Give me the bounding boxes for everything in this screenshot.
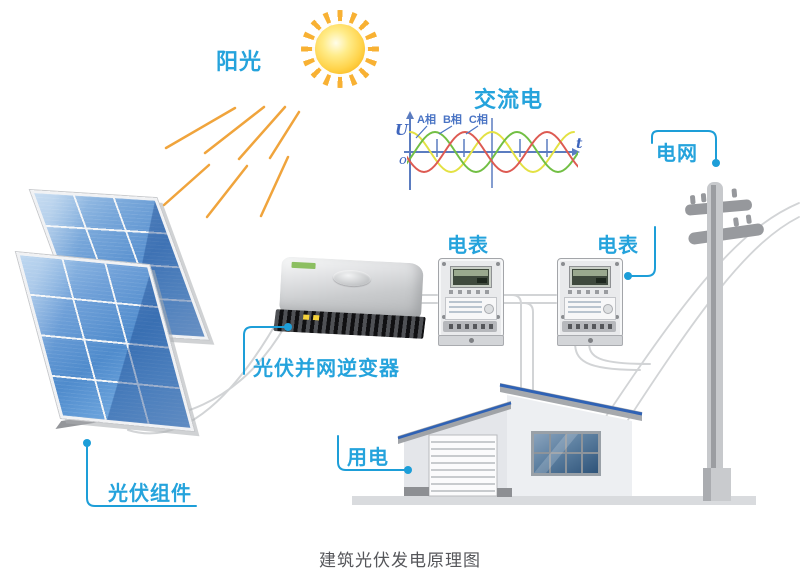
sun-icon xyxy=(315,24,365,74)
meter-bracket xyxy=(438,335,504,346)
meter-display xyxy=(569,266,611,288)
label-meter-right: 电表 xyxy=(597,235,639,257)
ac-waveform-chart: U o t xyxy=(395,111,583,190)
garage-door xyxy=(428,434,498,497)
meter-leds xyxy=(568,290,612,294)
wall-base-right xyxy=(497,488,512,497)
inverter-leader-dot xyxy=(284,323,292,331)
meter-button xyxy=(484,304,494,314)
meter-terminals xyxy=(443,321,497,332)
meter-right-leader xyxy=(631,226,656,277)
right-roof-stripe xyxy=(499,383,643,416)
power-use-leader xyxy=(337,435,405,471)
phase-c-wave xyxy=(407,130,578,174)
pole-base-shade xyxy=(703,468,711,501)
window-mullions xyxy=(534,434,598,473)
diagram-caption: 建筑光伏发电原理图 xyxy=(319,551,481,570)
power-use-leader-dot xyxy=(404,466,412,474)
pv-module-leader xyxy=(86,446,197,507)
phase-c-label: C相 xyxy=(468,114,488,126)
left-roof-stripe xyxy=(397,401,512,440)
wall-base-left xyxy=(404,487,429,496)
origin-label: o xyxy=(399,153,407,168)
meter-bracket xyxy=(557,335,623,346)
meter-leds xyxy=(449,290,493,294)
label-meter-left: 电表 xyxy=(447,235,489,257)
sunbeam-rays-icon xyxy=(162,105,301,219)
grid-leader xyxy=(651,130,717,160)
phase-b-label: B相 xyxy=(442,114,462,126)
x-axis-label: t xyxy=(576,136,583,152)
ground xyxy=(352,496,756,505)
electric-meter-left xyxy=(438,258,504,346)
label-power-grid: 电网 xyxy=(656,143,698,165)
label-inverter: 光伏并网逆变器 xyxy=(253,358,400,380)
garage-door-slats xyxy=(431,441,495,492)
electric-meter-right xyxy=(557,258,623,346)
phase-label-leaders xyxy=(415,125,479,139)
meter-right-leader-dot xyxy=(624,272,632,280)
pv-module-leader-dot xyxy=(83,439,91,447)
phase-a-label: A相 xyxy=(417,114,436,126)
meter-button xyxy=(603,304,613,314)
t-axis-arrow xyxy=(572,148,580,156)
grid-leader-dot xyxy=(712,159,720,167)
u-axis-arrow xyxy=(406,111,414,119)
meter-terminals xyxy=(562,321,616,332)
label-sunlight: 阳光 xyxy=(216,49,263,74)
phase-b-wave xyxy=(407,130,578,174)
axis-ticks xyxy=(436,118,548,188)
inverter-leader xyxy=(243,326,285,375)
meter-nameplate xyxy=(564,297,616,320)
label-pv-module: 光伏组件 xyxy=(108,483,192,505)
window-sheen xyxy=(534,434,578,473)
house xyxy=(397,383,643,497)
meter-nameplate xyxy=(445,297,497,320)
label-power-use: 用电 xyxy=(347,447,389,469)
pole-shade xyxy=(711,185,716,499)
utility-pole xyxy=(685,182,764,501)
phase-legend: A相 B相 C相 xyxy=(417,111,488,127)
label-ac-current: 交流电 xyxy=(474,87,544,112)
meter-display xyxy=(450,266,492,288)
y-axis-label: U xyxy=(395,121,409,139)
